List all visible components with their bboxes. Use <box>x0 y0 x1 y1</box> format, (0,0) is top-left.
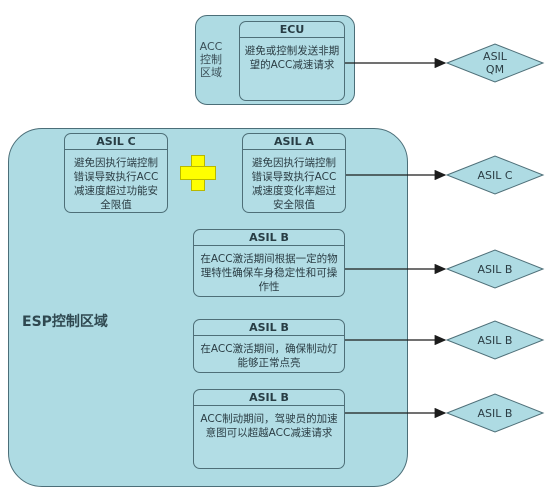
asil-b-brake-light-title: ASIL B <box>194 320 344 336</box>
asil-c-label: ASIL C <box>477 168 513 182</box>
asil-b-driver-override-title: ASIL B <box>194 390 344 406</box>
asil-a-box-text: 避免因执行端控制错误导致执行ACC减速度变化率超过安全限值 <box>251 157 337 211</box>
asil-b-label-2: ASIL B <box>477 333 513 347</box>
asil-b-brake-light-box: ASIL B 在ACC激活期间，确保制动灯能够正常点亮 <box>193 319 345 373</box>
asil-qm-label: ASIL QM <box>483 50 507 76</box>
asil-c-requirement-box: ASIL C 避免因执行端控制错误导致执行ACC减速度超过功能安全限值 <box>64 133 168 213</box>
asil-a-box-title: ASIL A <box>243 134 345 150</box>
asil-c-box-text: 避免因执行端控制错误导致执行ACC减速度超过功能安全限值 <box>73 157 159 211</box>
asil-b-brake-light-text: 在ACC激活期间，确保制动灯能够正常点亮 <box>200 343 338 369</box>
asil-c-box-title: ASIL C <box>65 134 167 150</box>
asil-qm-diamond: ASIL QM <box>445 42 545 84</box>
asil-b-stability-text: 在ACC激活期间根据一定的物理特性确保车身稳定性和可操作性 <box>200 253 338 293</box>
ecu-box-text: 避免或控制发送非期望的ACC减速请求 <box>244 45 340 71</box>
ecu-requirement-box: ECU 避免或控制发送非期望的ACC减速请求 <box>239 21 345 101</box>
asil-b-driver-override-box: ASIL B ACC制动期间，驾驶员的加速意图可以超越ACC减速请求 <box>193 389 345 469</box>
asil-b-label-3: ASIL B <box>477 406 513 420</box>
plus-icon <box>180 155 216 191</box>
asil-c-diamond: ASIL C <box>445 154 545 196</box>
esp-control-region-label: ESP控制区域 <box>22 314 108 330</box>
asil-b-label-1: ASIL B <box>477 262 513 276</box>
acc-control-region-label: ACC 控制 区域 <box>199 40 223 79</box>
asil-b-driver-override-text: ACC制动期间，驾驶员的加速意图可以超越ACC减速请求 <box>200 413 338 439</box>
asil-a-requirement-box: ASIL A 避免因执行端控制错误导致执行ACC减速度变化率超过安全限值 <box>242 133 346 213</box>
asil-b-stability-title: ASIL B <box>194 230 344 246</box>
asil-b-diamond-2: ASIL B <box>445 319 545 361</box>
asil-b-stability-box: ASIL B 在ACC激活期间根据一定的物理特性确保车身稳定性和可操作性 <box>193 229 345 297</box>
ecu-box-title: ECU <box>240 22 344 38</box>
asil-b-diamond-3: ASIL B <box>445 392 545 434</box>
asil-b-diamond-1: ASIL B <box>445 248 545 290</box>
